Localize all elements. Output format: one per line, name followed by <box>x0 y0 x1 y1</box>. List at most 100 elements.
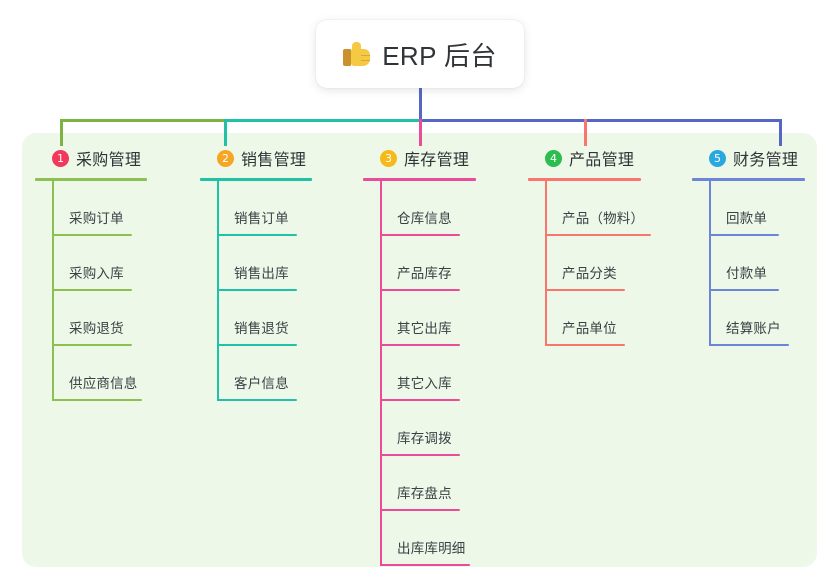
root-node[interactable]: ERP 后台 <box>316 20 524 88</box>
leaf-label: 销售出库 <box>234 266 289 281</box>
leaf-label: 客户信息 <box>234 376 289 391</box>
leaf-node[interactable]: 付款单 <box>709 236 832 291</box>
leaf-node[interactable]: 产品单位 <box>545 291 680 346</box>
leaf-rule <box>52 234 132 236</box>
connector-drop-2 <box>224 119 227 146</box>
leaf-rule <box>217 289 297 291</box>
branch-leaves-5: 回款单付款单结算账户 <box>692 181 832 346</box>
leaf-label: 销售退货 <box>234 321 289 336</box>
branch-badge-4: 4 <box>545 149 562 167</box>
leaf-node[interactable]: 产品分类 <box>545 236 680 291</box>
leaf-node[interactable]: 客户信息 <box>217 346 350 401</box>
leaf-rule <box>380 234 460 236</box>
connector-root-stem <box>419 88 422 120</box>
leaf-rule <box>380 289 460 291</box>
branch-title-4: 产品管理 <box>569 152 635 169</box>
connector-drop-5 <box>779 119 782 146</box>
branch-column-3: 3 库存管理仓库信息产品库存其它出库其它入库库存调拨库存盘点出库库明细 <box>363 146 515 566</box>
branch-leaves-3: 仓库信息产品库存其它出库其它入库库存调拨库存盘点出库库明细 <box>363 181 515 566</box>
leaf-node[interactable]: 回款单 <box>709 181 832 236</box>
leaf-rule <box>52 289 132 291</box>
branch-rule-1 <box>35 178 147 181</box>
leaf-rule <box>52 344 132 346</box>
leaf-label: 回款单 <box>726 211 768 226</box>
leaf-rule <box>380 509 460 511</box>
branch-spine-1 <box>52 181 54 401</box>
branch-title-5: 财务管理 <box>733 152 799 169</box>
branch-title-3: 库存管理 <box>404 152 470 169</box>
leaf-label: 采购入库 <box>69 266 124 281</box>
leaf-node[interactable]: 出库库明细 <box>380 511 515 566</box>
branch-column-1: 1 采购管理采购订单采购入库采购退货供应商信息 <box>35 146 185 401</box>
leaf-node[interactable]: 结算账户 <box>709 291 832 346</box>
leaf-node[interactable]: 仓库信息 <box>380 181 515 236</box>
branch-leaves-2: 销售订单销售出库销售退货客户信息 <box>200 181 350 401</box>
branch-rule-2 <box>200 178 312 181</box>
leaf-rule <box>545 234 651 236</box>
leaf-rule <box>380 399 460 401</box>
connector-drop-1 <box>60 119 63 146</box>
leaf-label: 产品（物料） <box>562 211 645 226</box>
leaf-label: 产品库存 <box>397 266 452 281</box>
leaf-rule <box>545 344 625 346</box>
leaf-label: 产品分类 <box>562 266 617 281</box>
leaf-node[interactable]: 销售退货 <box>217 291 350 346</box>
leaf-rule <box>380 564 470 566</box>
leaf-rule <box>380 454 460 456</box>
leaf-node[interactable]: 库存调拨 <box>380 401 515 456</box>
leaf-node[interactable]: 供应商信息 <box>52 346 185 401</box>
branch-column-4: 4 产品管理产品（物料） 产品分类产品单位 <box>528 146 680 346</box>
leaf-label: 出库库明细 <box>397 541 466 556</box>
leaf-rule <box>545 289 625 291</box>
leaf-node[interactable]: 其它入库 <box>380 346 515 401</box>
branch-badge-5: 5 <box>709 149 726 167</box>
leaf-node[interactable]: 其它出库 <box>380 291 515 346</box>
leaf-node[interactable]: 采购退货 <box>52 291 185 346</box>
leaf-node[interactable]: 产品库存 <box>380 236 515 291</box>
branch-badge-1: 1 <box>52 149 69 167</box>
branch-badge-2: 2 <box>217 149 234 167</box>
leaf-node[interactable]: 采购订单 <box>52 181 185 236</box>
leaf-node[interactable]: 产品（物料） <box>545 181 680 236</box>
leaf-node[interactable]: 销售订单 <box>217 181 350 236</box>
branch-title-1: 采购管理 <box>76 152 142 169</box>
connector-drop-4 <box>584 119 587 146</box>
leaf-rule <box>380 344 460 346</box>
branch-spine-2 <box>217 181 219 401</box>
leaf-label: 产品单位 <box>562 321 617 336</box>
branch-header-5[interactable]: 5 财务管理 <box>692 146 832 170</box>
leaf-node[interactable]: 采购入库 <box>52 236 185 291</box>
leaf-label: 采购退货 <box>69 321 124 336</box>
leaf-rule <box>217 234 297 236</box>
leaf-label: 仓库信息 <box>397 211 452 226</box>
branch-leaves-1: 采购订单采购入库采购退货供应商信息 <box>35 181 185 401</box>
branch-rule-4 <box>528 178 641 181</box>
connector-bus-teal <box>225 119 420 122</box>
branch-spine-4 <box>545 181 547 346</box>
branch-badge-3: 3 <box>380 149 397 167</box>
branch-column-5: 5 财务管理回款单付款单结算账户 <box>692 146 832 346</box>
leaf-node[interactable]: 销售出库 <box>217 236 350 291</box>
connector-bus-blue <box>419 119 781 122</box>
leaf-label: 其它入库 <box>397 376 452 391</box>
leaf-label: 结算账户 <box>726 321 781 336</box>
branch-rule-3 <box>363 178 476 181</box>
branch-header-4[interactable]: 4 产品管理 <box>528 146 680 170</box>
leaf-label: 供应商信息 <box>69 376 138 391</box>
branch-spine-3 <box>380 181 382 566</box>
leaf-label: 其它出库 <box>397 321 452 336</box>
thumbs-up-icon <box>343 41 371 67</box>
connector-bus-green-main <box>60 119 225 122</box>
branch-header-1[interactable]: 1 采购管理 <box>35 146 185 170</box>
leaf-node[interactable]: 库存盘点 <box>380 456 515 511</box>
leaf-rule <box>709 289 779 291</box>
leaf-label: 库存调拨 <box>397 431 452 446</box>
leaf-label: 付款单 <box>726 266 768 281</box>
leaf-rule <box>709 234 779 236</box>
branch-header-3[interactable]: 3 库存管理 <box>363 146 515 170</box>
leaf-label: 库存盘点 <box>397 486 452 501</box>
root-title: ERP 后台 <box>382 40 497 71</box>
